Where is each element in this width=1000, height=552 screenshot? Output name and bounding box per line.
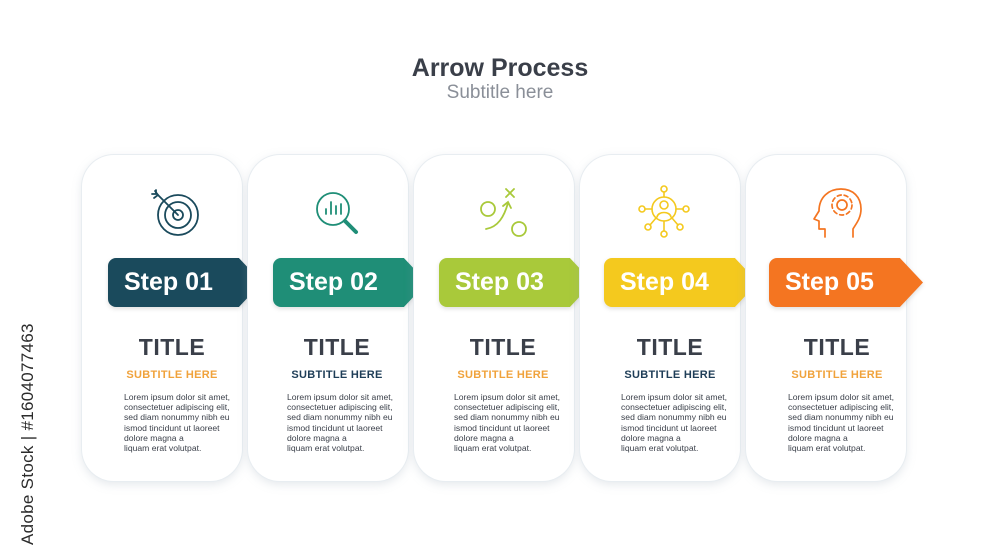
card-title: TITLE [636, 334, 704, 360]
page-subtitle: Subtitle here [446, 82, 554, 103]
step-card-5 [746, 155, 906, 481]
step-label: Step 02 [289, 268, 378, 296]
step-label: Step 03 [455, 268, 544, 296]
step-arrow-1: Step 01 [108, 258, 262, 307]
step-card-4 [580, 155, 740, 481]
step-arrow-5: Step 05 [769, 258, 923, 307]
card-subtitle: SUBTITLE HERE [457, 369, 549, 381]
card-title: TITLE [303, 334, 371, 360]
stock-watermark: Adobe Stock | #1604077463 [18, 323, 37, 545]
card-subtitle: SUBTITLE HERE [126, 369, 218, 381]
card-title: TITLE [138, 334, 206, 360]
card-title: TITLE [803, 334, 871, 360]
step-card-3 [414, 155, 574, 481]
card-body: Lorem ipsum dolor sit amet, consectetuer… [788, 392, 895, 454]
card-subtitle: SUBTITLE HERE [624, 369, 716, 381]
card-subtitle: SUBTITLE HERE [291, 369, 383, 381]
strategy-icon [476, 185, 532, 241]
step-card-1 [82, 155, 242, 481]
card-body: Lorem ipsum dolor sit amet, consectetuer… [621, 392, 728, 454]
card-subtitle: SUBTITLE HERE [791, 369, 883, 381]
step-card-2 [248, 155, 408, 481]
step-arrow-2: Step 02 [273, 258, 427, 307]
target-icon [148, 185, 204, 241]
card-body: Lorem ipsum dolor sit amet, consectetuer… [454, 392, 561, 454]
card-body: Lorem ipsum dolor sit amet, consectetuer… [124, 392, 231, 454]
card-title: TITLE [469, 334, 537, 360]
step-label: Step 04 [620, 268, 709, 296]
chart-magnifier-icon [308, 185, 364, 241]
step-arrow-4: Step 04 [604, 258, 758, 307]
network-user-icon [636, 185, 692, 241]
step-label: Step 01 [124, 268, 213, 296]
page-title: Arrow Process [411, 54, 589, 82]
step-arrow-3: Step 03 [439, 258, 593, 307]
head-gear-icon [809, 185, 865, 241]
step-label: Step 05 [785, 268, 874, 296]
card-body: Lorem ipsum dolor sit amet, consectetuer… [287, 392, 394, 454]
